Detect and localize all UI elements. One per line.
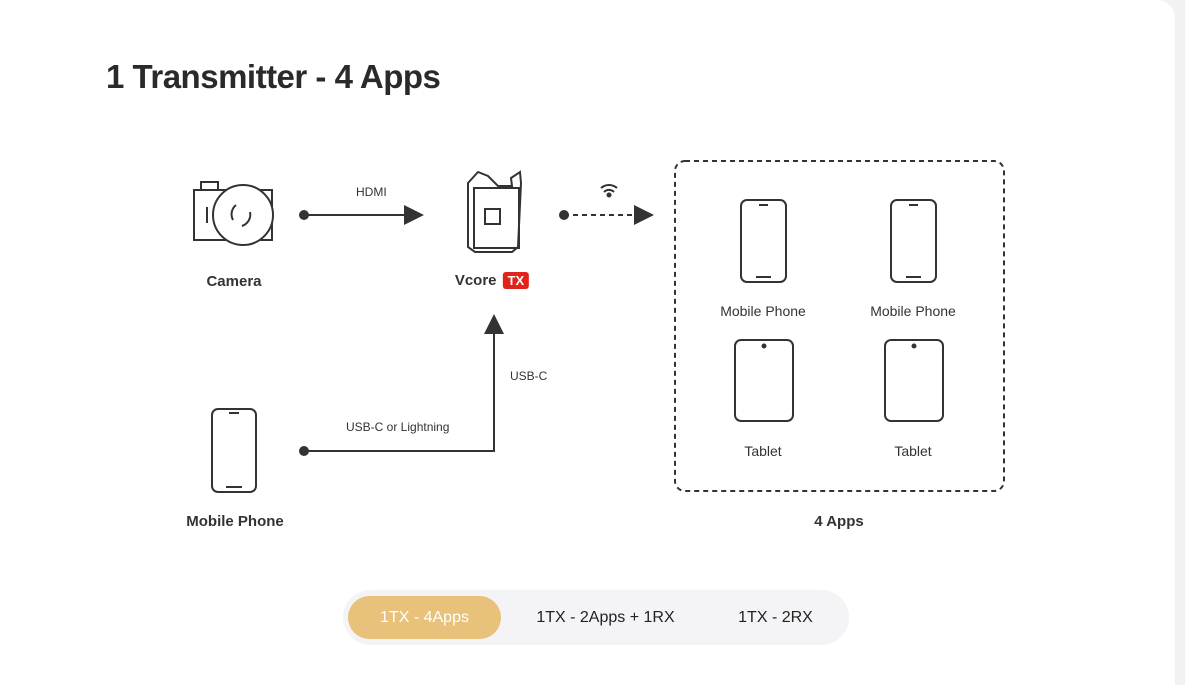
wireless-arrow (559, 205, 654, 225)
tab-1tx-4apps[interactable]: 1TX - 4Apps (348, 596, 501, 639)
vcore-device-icon (467, 170, 523, 253)
app-device-label: Mobile Phone (720, 303, 806, 319)
usbc-lightning-label: USB-C or Lightning (346, 420, 450, 434)
vcore-label: Vcore TX (454, 272, 530, 289)
phone-icon (211, 408, 257, 493)
usbc-label: USB-C (510, 369, 548, 383)
camera-label: Camera (206, 273, 262, 290)
camera-icon (193, 181, 274, 246)
app-device-label: Tablet (894, 443, 932, 459)
phone-label: Mobile Phone (186, 513, 284, 530)
page-title: 1 Transmitter - 4 Apps (106, 58, 441, 95)
wifi-icon (600, 184, 618, 198)
app-device-label: Tablet (744, 443, 782, 459)
apps-label: 4 Apps (814, 513, 864, 530)
hdmi-arrow (299, 205, 424, 225)
app-device-label: Mobile Phone (870, 303, 956, 319)
vcore-name: Vcore (454, 272, 497, 289)
apps-group-box (674, 160, 1005, 492)
tx-badge: TX (502, 272, 530, 289)
tab-1tx-2apps-1rx[interactable]: 1TX - 2Apps + 1RX (536, 609, 675, 626)
app-devices (734, 199, 944, 422)
mode-selector: 1TX - 4Apps 1TX - 2Apps + 1RX 1TX - 2RX (343, 590, 849, 645)
hdmi-label: HDMI (356, 185, 387, 199)
usb-arrow (299, 314, 504, 456)
tab-1tx-2rx[interactable]: 1TX - 2RX (738, 609, 813, 626)
